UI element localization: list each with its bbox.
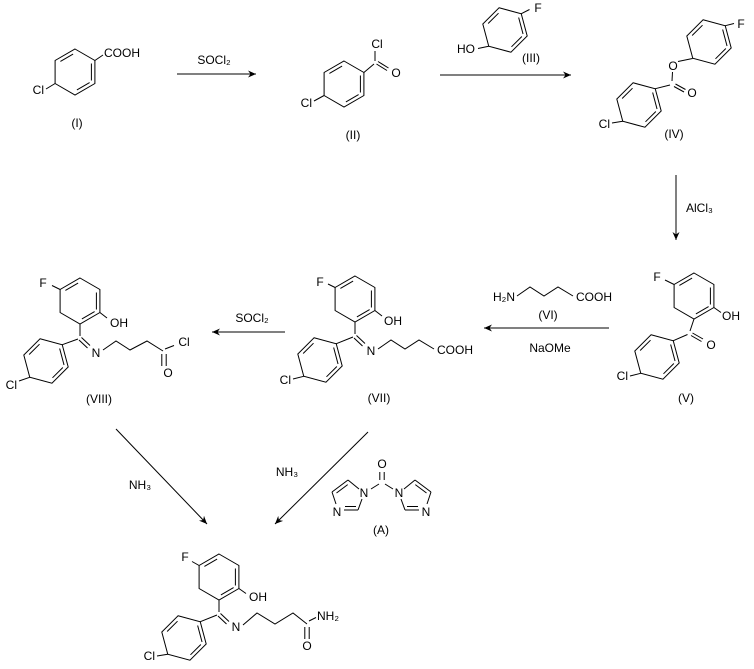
benzene-ring [323,60,365,108]
atom-label-n: N [367,344,376,358]
benzene-ring [59,277,101,325]
benzene-ring [683,14,735,70]
reagent-socl2-step1: SOCl₂ [197,53,231,67]
atom-label-n: N [92,346,101,360]
atom-label-n: N [395,486,404,500]
alkyl-chain [102,340,164,352]
compound-III: F HO (III) [457,1,542,65]
atom-label-h2n: H₂N [493,290,515,304]
atom-label-o: O [163,366,172,380]
atom-label-cl: Cl [371,37,382,51]
compound-label-VIII: (VIII) [86,392,112,406]
reagent-socl2-step2: SOCl₂ [235,311,269,325]
atom-label-oh: OH [384,314,402,328]
atom-label-f: F [534,1,541,15]
compound-label-A: (A) [373,523,389,537]
atom-label-f: F [316,275,323,289]
alkyl-chain [377,339,435,350]
atom-label-oh: OH [110,316,128,330]
atom-label-cl: Cl [178,335,189,349]
atom-label-cl: Cl [6,378,17,392]
atom-label-f: F [737,17,744,31]
arrow-step4: NaOMe [484,324,609,355]
benzene-ring [673,272,715,320]
benzene-ring [294,332,346,388]
compound-V: F OH O Cl (V) [617,270,740,405]
benzene-ring [20,333,72,389]
benzene-ring [334,275,376,323]
atom-label-oh: OH [249,590,267,604]
atom-label-o: O [706,338,715,352]
benzene-ring [54,48,96,96]
atom-label-cl: Cl [33,83,44,97]
benzene-ring [631,329,683,385]
compound-product: F OH N Cl NH₂ O [144,550,339,666]
reagent-naome: NaOMe [529,341,571,355]
compound-VII: F OH N Cl COOH (VII) [280,275,473,405]
atom-label-o: O [302,639,311,653]
compound-II: Cl O Cl (II) [301,37,401,142]
compound-label-VI: (VI) [538,308,557,322]
atom-label-f: F [653,270,660,284]
atom-label-cl: Cl [280,373,291,387]
alkyl-chain [516,286,574,297]
atom-label-nh2: NH₂ [317,609,339,623]
atom-label-o: O [391,66,400,80]
compound-label-II: (II) [346,128,361,142]
atom-label-cl: Cl [599,117,610,131]
atom-label-cl: Cl [144,649,155,663]
benzene-ring [479,2,531,58]
atom-label-n: N [422,505,431,519]
compound-label-IV: (IV) [664,127,683,141]
arrow-step6: NH₃ [115,428,208,525]
reagent-nh3-left: NH₃ [129,478,151,492]
compound-I: COOH Cl (I) [33,46,140,130]
atom-label-o: O [668,59,677,73]
atom-label-cooh: COOH [576,290,612,304]
compound-VIII: F OH N Cl Cl O (VIII) [6,276,190,406]
compound-label-VII: (VII) [368,391,391,405]
reaction-arrow [274,431,369,525]
atom-label-n: N [232,620,241,634]
atom-label-n: N [333,505,342,519]
arrow-step1: SOCl₂ [177,53,256,78]
reaction-arrow [115,428,208,525]
atom-label-f: F [39,276,46,290]
atom-label-ho: HO [457,42,475,56]
compound-VI: H₂N COOH (VI) [493,286,612,322]
compound-label-I: (I) [71,116,82,130]
atom-label-cl: Cl [301,96,312,110]
atom-label-o: O [377,457,386,471]
arrow-step5: SOCl₂ [212,311,285,336]
arrow-step3: AlCl₃ [672,175,713,240]
benzene-ring [198,553,240,601]
atom-label-f: F [181,550,188,564]
arrow-step7: NH₃ [274,431,369,525]
compound-IV: O O F Cl (IV) [599,14,745,141]
reagent-nh3-right: NH₃ [276,465,298,479]
atom-label-cooh: COOH [104,46,140,60]
atom-label-oh: OH [722,309,740,323]
atom-label-n: N [360,486,369,500]
atom-label-cl: Cl [617,369,628,383]
alkyl-chain [242,612,308,626]
compound-label-III: (III) [522,51,540,65]
compound-A: O N N N N (A) [331,457,432,537]
reagent-alcl3: AlCl₃ [686,201,713,215]
benzene-ring [613,77,665,133]
benzene-ring [158,610,210,666]
atom-label-o: O [687,86,696,100]
compound-label-V: (V) [678,391,694,405]
atom-label-cooh: COOH [437,343,473,357]
